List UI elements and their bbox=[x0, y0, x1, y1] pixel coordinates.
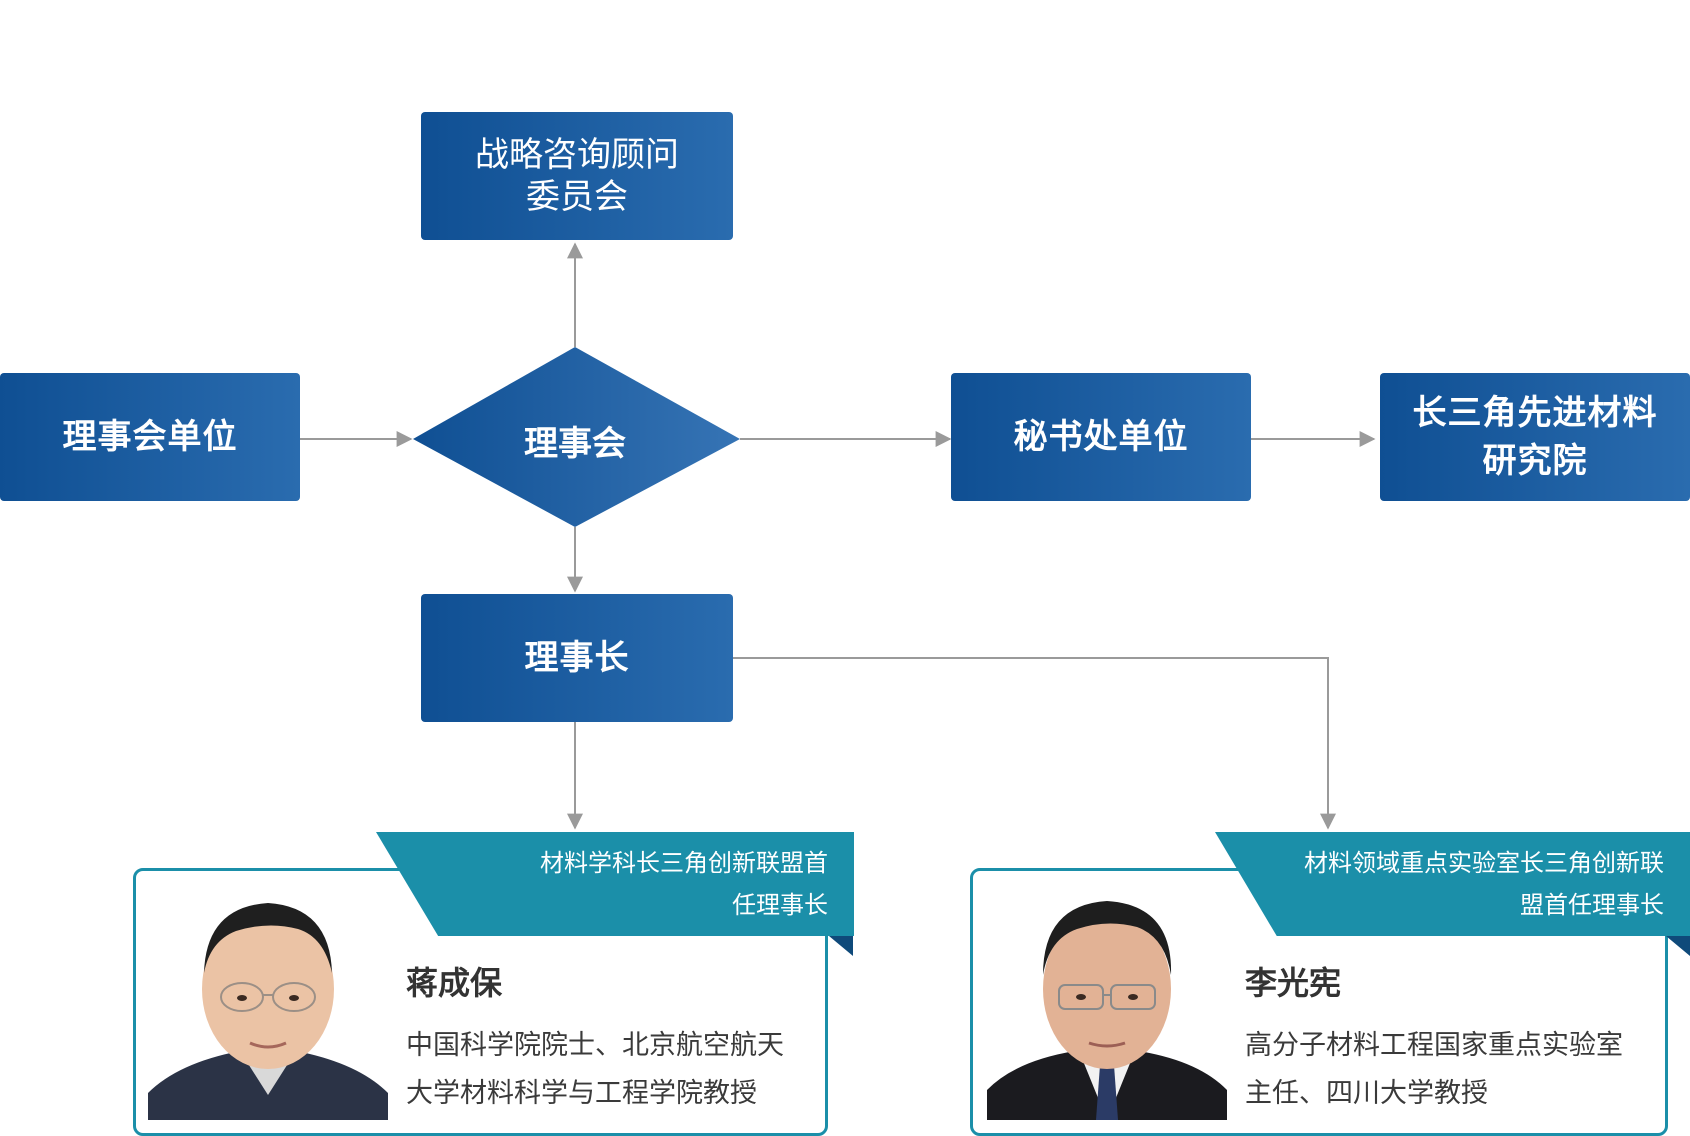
person-banner-1-line1: 材料学科长三角创新联盟首 bbox=[540, 849, 828, 877]
secretariat-label: 秘书处单位 bbox=[1013, 417, 1189, 457]
council-diamond[interactable] bbox=[413, 347, 740, 527]
person-desc-1-line2: 大学材料科学与工程学院教授 bbox=[406, 1078, 757, 1109]
person-banner-2: 材料领域重点实验室长三角创新联 盟首任理事长 bbox=[1215, 832, 1690, 936]
person-name-1: 蒋成保 bbox=[406, 964, 503, 1002]
member-units-label: 理事会单位 bbox=[62, 417, 238, 457]
person-photo-2 bbox=[987, 885, 1227, 1120]
chairman-label: 理事长 bbox=[524, 638, 630, 678]
person-desc-2-line2: 主任、四川大学教授 bbox=[1245, 1078, 1488, 1109]
avatar-1 bbox=[148, 903, 388, 1120]
institute-box[interactable]: 长三角先进材料 研究院 bbox=[1380, 373, 1690, 501]
arrow-chairman-to-person2 bbox=[732, 657, 1336, 830]
secretariat-box[interactable]: 秘书处单位 bbox=[951, 373, 1251, 501]
person-desc-2: 高分子材料工程国家重点实验室 主任、四川大学教授 bbox=[1245, 1022, 1623, 1118]
person-banner-1-line2: 任理事长 bbox=[732, 891, 828, 919]
advisory-committee-box[interactable]: 战略咨询顾问 委员会 bbox=[421, 112, 733, 240]
banner-fold-1 bbox=[829, 936, 853, 956]
advisory-committee-line2: 委员会 bbox=[526, 177, 628, 217]
person-banner-2-line2: 盟首任理事长 bbox=[1520, 891, 1664, 919]
avatar-2 bbox=[987, 901, 1227, 1120]
member-units-box[interactable]: 理事会单位 bbox=[0, 373, 300, 501]
person-banner-2-line1: 材料领域重点实验室长三角创新联 bbox=[1304, 849, 1664, 877]
person-photo-1 bbox=[148, 885, 388, 1120]
person-desc-1: 中国科学院院士、北京航空航天 大学材料科学与工程学院教授 bbox=[406, 1022, 784, 1118]
chairman-box[interactable]: 理事长 bbox=[421, 594, 733, 722]
advisory-committee-line1: 战略咨询顾问 bbox=[475, 135, 679, 175]
person-banner-1: 材料学科长三角创新联盟首 任理事长 bbox=[376, 832, 854, 936]
person-desc-1-line1: 中国科学院院士、北京航空航天 bbox=[406, 1030, 784, 1061]
council-label: 理事会 bbox=[524, 423, 626, 464]
person-desc-2-line1: 高分子材料工程国家重点实验室 bbox=[1245, 1030, 1623, 1061]
banner-fold-2 bbox=[1666, 936, 1690, 956]
institute-line1: 长三角先进材料 bbox=[1412, 393, 1658, 433]
person-name-2: 李光宪 bbox=[1245, 964, 1342, 1002]
institute-line2: 研究院 bbox=[1482, 441, 1588, 481]
